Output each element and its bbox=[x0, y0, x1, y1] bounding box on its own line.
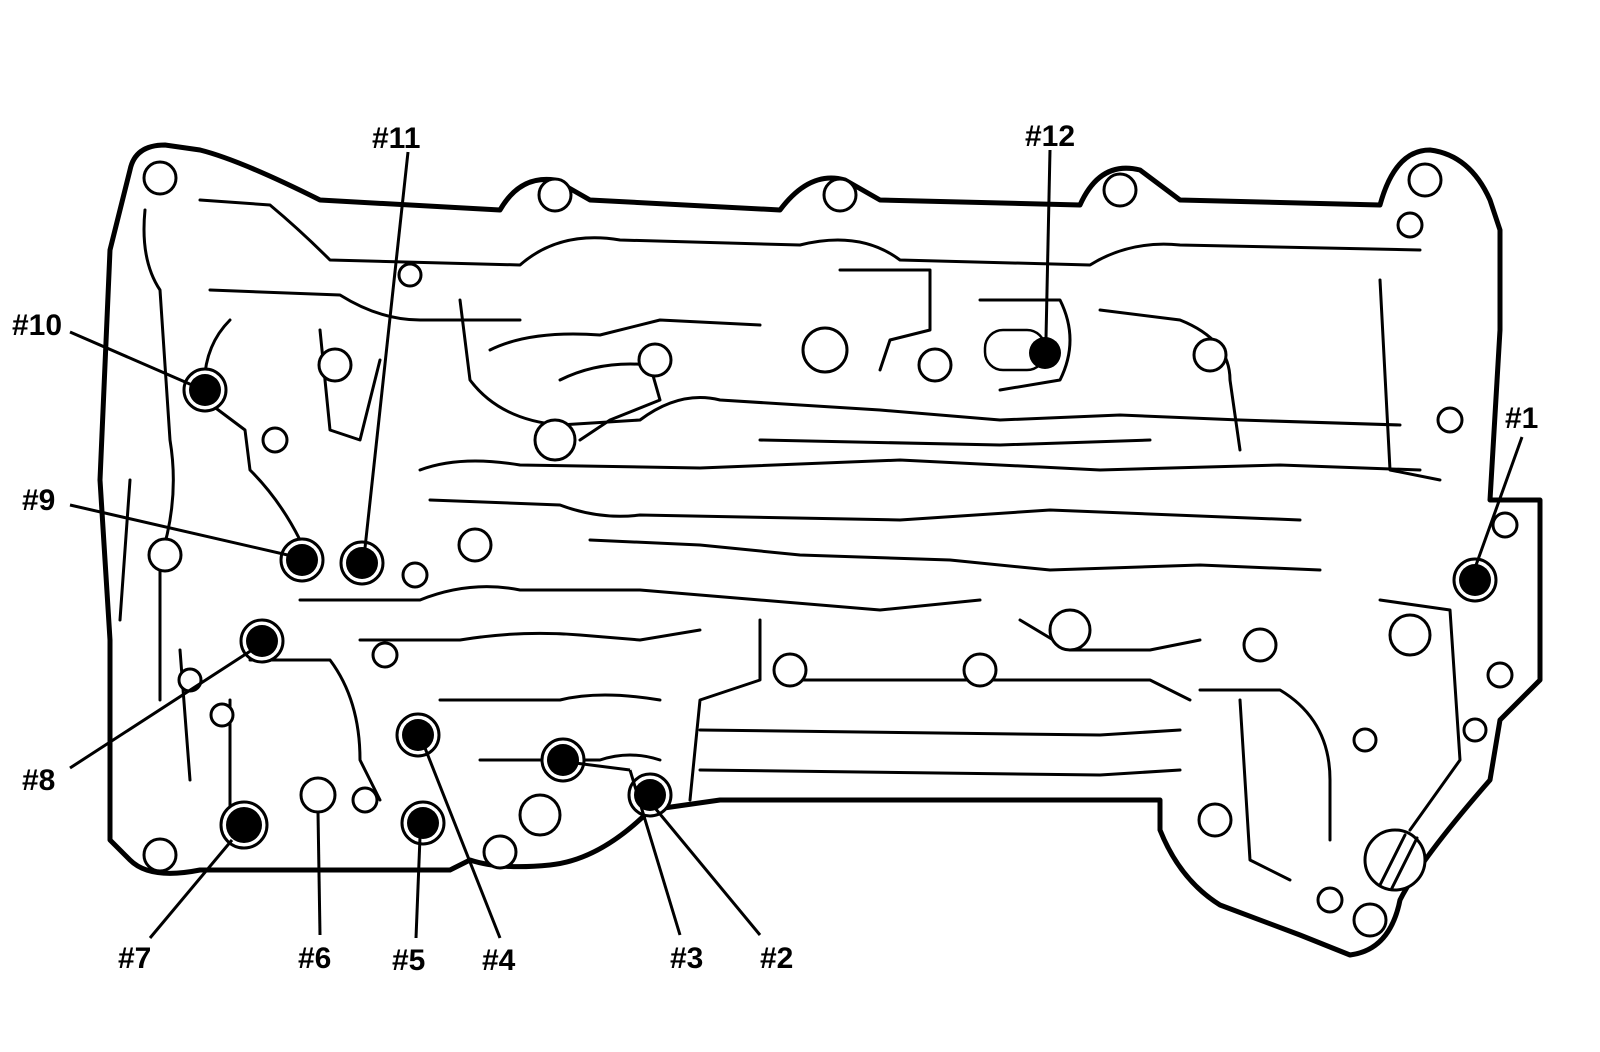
fluid-passages bbox=[118, 198, 1462, 882]
leader-3b bbox=[574, 761, 631, 772]
check-balls bbox=[182, 328, 1498, 850]
callout-12: #12 bbox=[1025, 120, 1075, 153]
callout-9: #9 bbox=[22, 484, 55, 517]
leader-11 bbox=[363, 151, 410, 549]
check-ball-7 bbox=[226, 807, 262, 843]
callout-1: #1 bbox=[1505, 402, 1538, 435]
leader-5 bbox=[414, 836, 422, 939]
check-ball-12 bbox=[1029, 337, 1061, 369]
screw-plug bbox=[1363, 828, 1427, 892]
leader-2 bbox=[653, 807, 762, 936]
callout-4: #4 bbox=[482, 944, 516, 977]
leader-10 bbox=[69, 330, 193, 387]
callout-6: #6 bbox=[298, 942, 331, 975]
check-ball-3 bbox=[547, 744, 579, 776]
check-ball-4 bbox=[402, 719, 434, 751]
callout-3: #3 bbox=[670, 942, 703, 975]
check-ball-11 bbox=[346, 547, 378, 579]
callout-11: #11 bbox=[372, 122, 420, 155]
check-ball-8 bbox=[246, 625, 278, 657]
callout-8: #8 bbox=[22, 764, 55, 797]
empty-ball-seats bbox=[299, 326, 1432, 837]
check-ball-5 bbox=[407, 807, 439, 839]
callout-5: #5 bbox=[392, 944, 425, 977]
valve-body-outline bbox=[97, 142, 1543, 958]
leader-1 bbox=[1473, 436, 1524, 569]
callout-10: #10 bbox=[12, 309, 62, 342]
callout-labels: #1 #2 #3 #4 #5 #6 #7 #8 #9 #10 #11 #12 bbox=[12, 120, 1538, 977]
leader-9 bbox=[69, 503, 293, 558]
leader-3 bbox=[628, 769, 682, 936]
bolt-holes bbox=[142, 160, 1519, 938]
check-ball-10 bbox=[189, 374, 221, 406]
callout-2: #2 bbox=[760, 942, 793, 975]
leader-6 bbox=[316, 811, 322, 936]
check-ball-1 bbox=[1459, 564, 1491, 596]
check-ball-2 bbox=[634, 779, 666, 811]
callout-7: #7 bbox=[118, 942, 151, 975]
check-ball-9 bbox=[286, 544, 318, 576]
leader-7 bbox=[148, 839, 234, 939]
leader-12 bbox=[1044, 149, 1052, 339]
leader-lines bbox=[69, 149, 1524, 939]
leader-8 bbox=[69, 648, 253, 770]
leader-4 bbox=[423, 747, 502, 939]
